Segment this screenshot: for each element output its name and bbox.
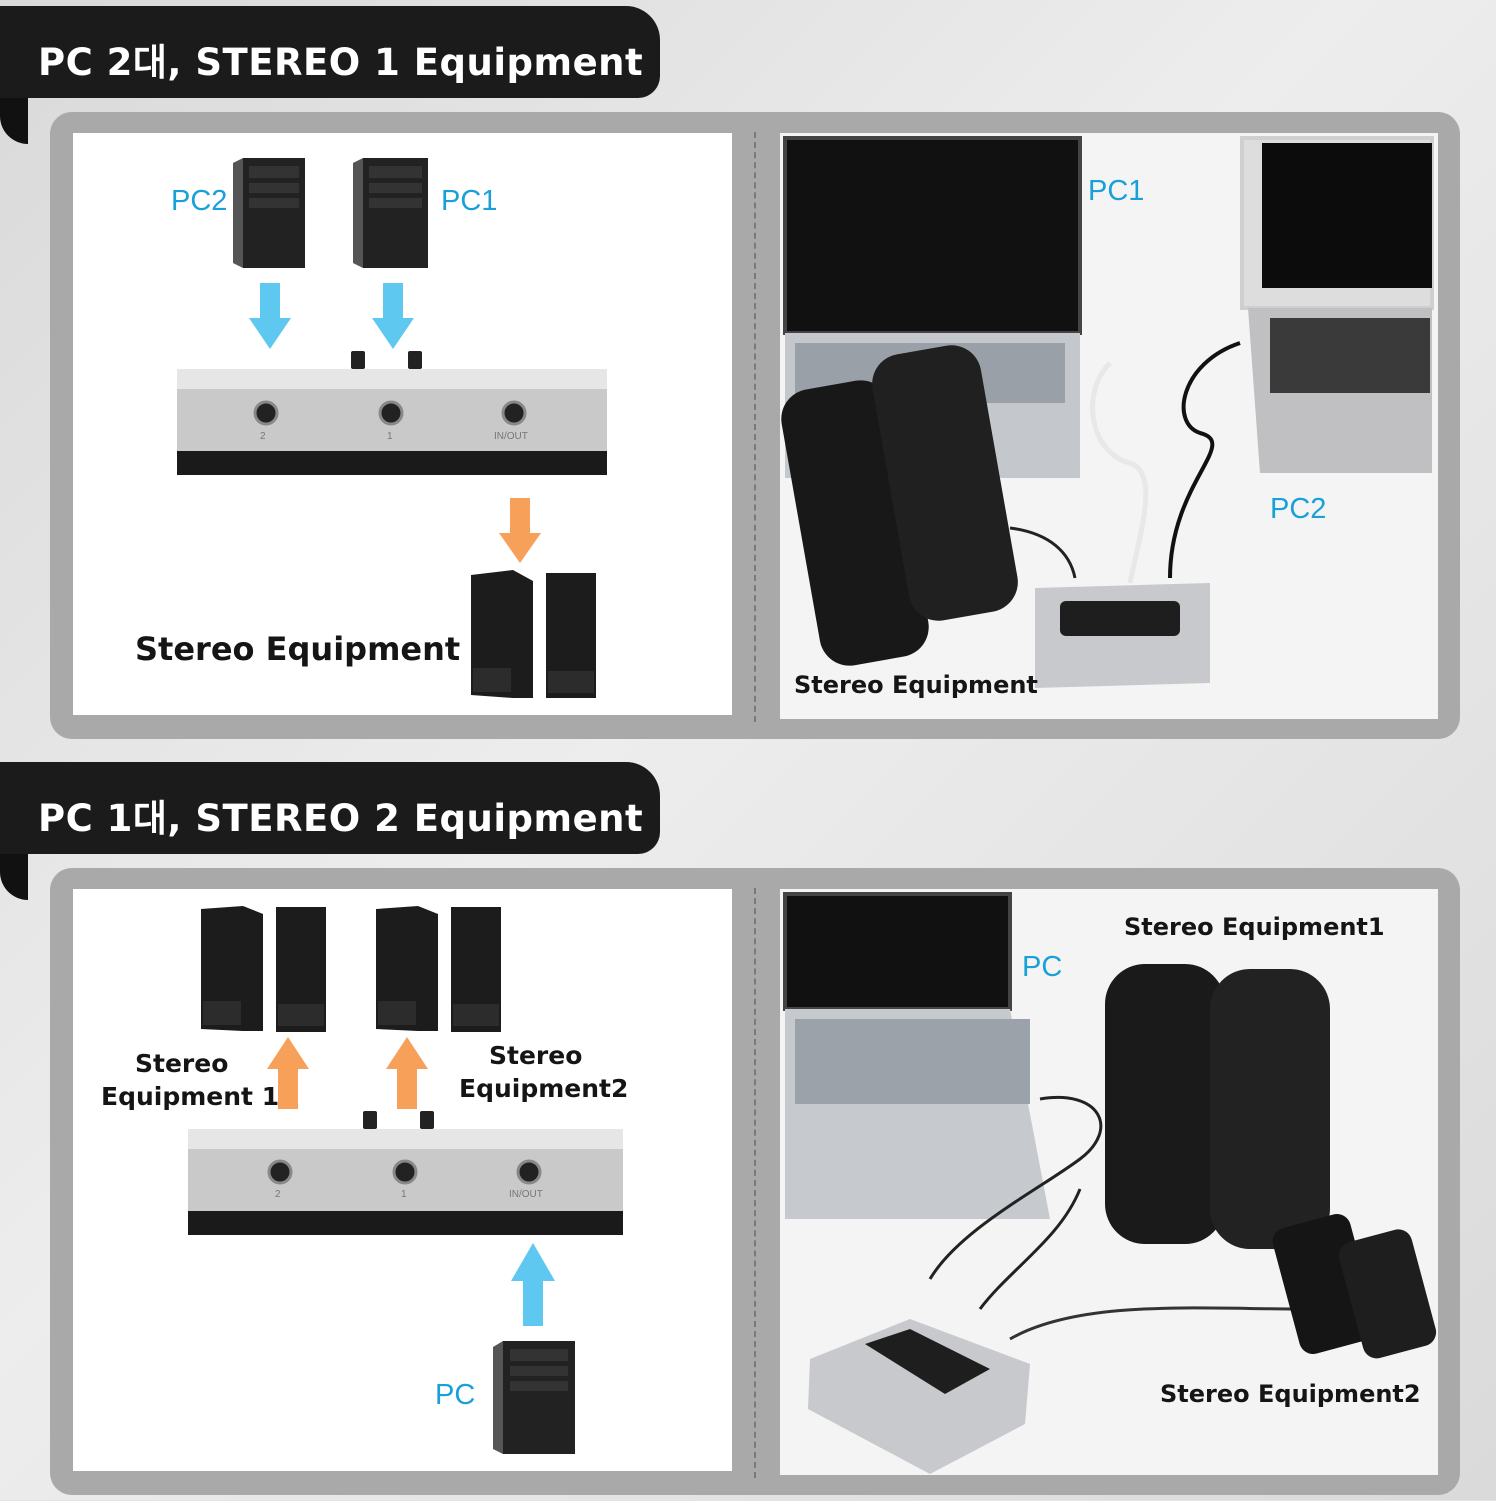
- section-pc1-stereo2: PC 1대, STEREO 2 Equipment: [0, 756, 1496, 1501]
- stereo-equipment-1-label-line2: Equipment 1: [101, 1082, 280, 1111]
- speaker-icon: [451, 907, 501, 1032]
- cylinder-speaker-icon: [1210, 969, 1330, 1249]
- stereo-equipment-label: Stereo Equipment: [135, 630, 461, 668]
- photo-graphics: [781, 136, 1434, 688]
- pc-tower-icon: [493, 1341, 575, 1454]
- section-title: PC 2대, STEREO 1 Equipment: [38, 41, 644, 84]
- audio-switch-icon: [1035, 583, 1210, 688]
- diagram-graphics: [188, 906, 623, 1454]
- audio-switch-icon: [188, 1111, 623, 1235]
- audio-switch-icon: [808, 1319, 1030, 1474]
- pc-tower-icon: [233, 158, 305, 268]
- pc-label: PC: [1022, 951, 1063, 983]
- pc-tower-icon: [353, 158, 428, 268]
- pc2-label: PC2: [171, 185, 228, 217]
- port-label: 1: [401, 1189, 407, 1200]
- speaker-icon: [1272, 1214, 1437, 1359]
- section-banner: PC 1대, STEREO 2 Equipment: [0, 762, 660, 854]
- stereo-equipment-label: Stereo Equipment: [794, 671, 1038, 699]
- arrow-down-icon: [372, 283, 414, 349]
- pc2-label: PC2: [1270, 493, 1327, 525]
- stereo-equipment-1-label: Stereo: [135, 1049, 229, 1078]
- arrow-up-icon: [386, 1037, 428, 1109]
- diagram-graphics: [177, 158, 607, 698]
- cylinder-speaker-icon: [1105, 964, 1225, 1244]
- port-label: IN/OUT: [494, 431, 528, 442]
- speaker-icon: [201, 906, 263, 1031]
- photo-panel: PC Stereo Equipment1 Stereo Equipment2: [780, 889, 1438, 1475]
- port-label: IN/OUT: [509, 1189, 543, 1200]
- diagram-panel: PC2 PC1 2 1 IN/OUT Stereo Equipment: [73, 133, 732, 715]
- port-label: 2: [260, 431, 266, 442]
- dashed-divider: [754, 888, 756, 1478]
- audio-switch-icon: [177, 351, 607, 475]
- section-banner: PC 2대, STEREO 1 Equipment: [0, 6, 660, 98]
- stereo-equipment-2-label-line2: Equipment2: [459, 1074, 629, 1103]
- arrow-down-icon: [249, 283, 291, 349]
- photo-graphics: [783, 892, 1437, 1474]
- pc1-label: PC1: [1088, 175, 1145, 207]
- stereo-equipment-1-label: Stereo Equipment1: [1124, 913, 1385, 941]
- section-title: PC 1대, STEREO 2 Equipment: [38, 797, 644, 840]
- arrow-up-icon: [511, 1243, 555, 1326]
- laptop-icon: [783, 892, 1050, 1219]
- speaker-icon: [471, 570, 533, 698]
- laptop-icon: [1240, 136, 1434, 473]
- diagram-panel: Stereo Equipment 1 Stereo Equipment2 2 1…: [73, 889, 732, 1471]
- cylinder-speaker-icon: [872, 345, 1018, 621]
- arrow-up-icon: [267, 1037, 309, 1109]
- pc-label: PC: [435, 1379, 476, 1411]
- speaker-icon: [376, 906, 438, 1031]
- speaker-icon: [546, 573, 596, 698]
- dashed-divider: [754, 132, 756, 722]
- stereo-equipment-2-label: Stereo: [489, 1041, 583, 1070]
- arrow-down-icon: [499, 498, 541, 563]
- speaker-icon: [276, 907, 326, 1032]
- photo-panel: PC1 PC2 Stereo Equipment: [780, 133, 1438, 719]
- port-label: 1: [387, 431, 393, 442]
- stereo-equipment-2-label: Stereo Equipment2: [1160, 1380, 1421, 1408]
- pc1-label: PC1: [441, 185, 498, 217]
- port-label: 2: [275, 1189, 281, 1200]
- section-pc2-stereo1: PC 2대, STEREO 1 Equipment: [0, 0, 1496, 745]
